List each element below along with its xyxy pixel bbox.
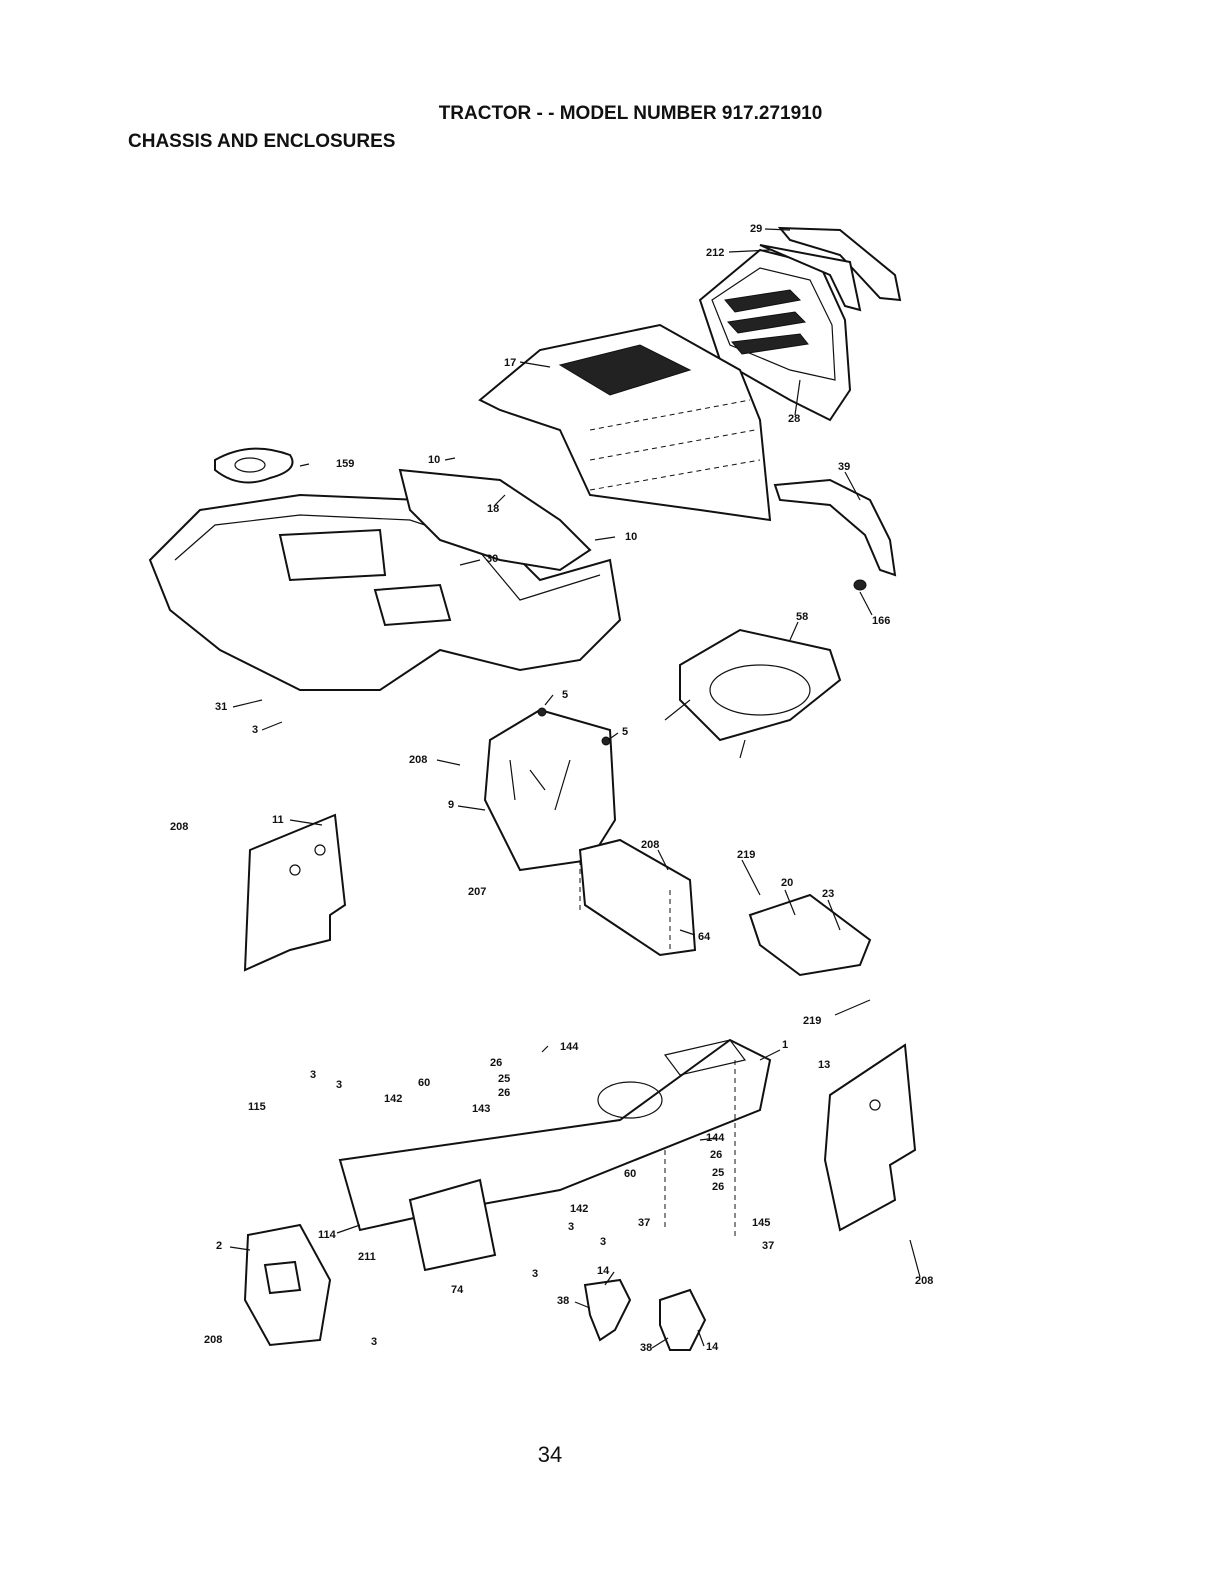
callout-142-bottom: 142 — [570, 1203, 588, 1215]
callout-3-fender: 3 — [252, 724, 258, 736]
callout-3-frame-d: 3 — [600, 1236, 606, 1248]
callout-3-frame-e: 3 — [532, 1268, 538, 1280]
battery-tray-part — [665, 630, 840, 758]
callout-11: 11 — [272, 814, 284, 826]
callout-3-front: 3 — [371, 1336, 377, 1348]
callout-28: 28 — [788, 413, 800, 425]
callout-26-right-b: 26 — [712, 1181, 724, 1193]
callout-114: 114 — [318, 1229, 337, 1241]
callout-219-top: 219 — [737, 849, 755, 861]
front-bracket-part — [245, 1225, 330, 1345]
callout-60-top: 60 — [418, 1077, 430, 1089]
callout-14-right: 14 — [706, 1341, 719, 1353]
callout-31: 31 — [215, 701, 227, 713]
callout-166: 166 — [872, 615, 890, 627]
callout-208-front: 208 — [204, 1334, 222, 1346]
callout-208-dash: 208 — [409, 754, 427, 766]
callout-38-left: 38 — [557, 1295, 569, 1307]
callout-208-support: 208 — [641, 839, 659, 851]
callout-3-frame-a: 3 — [310, 1069, 316, 1081]
side-panel-left-part — [245, 815, 345, 970]
frame-part — [340, 1040, 770, 1270]
callout-5-left: 5 — [562, 689, 568, 701]
callout-144-top: 144 — [560, 1041, 579, 1053]
callout-14-left: 14 — [597, 1265, 610, 1277]
callout-29: 29 — [750, 223, 762, 235]
callout-211: 211 — [358, 1251, 376, 1263]
callout-143: 143 — [472, 1103, 490, 1115]
callout-3-frame-c: 3 — [568, 1221, 574, 1233]
callout-38-right: 38 — [640, 1342, 652, 1354]
callout-37-left: 37 — [638, 1217, 650, 1229]
callout-17: 17 — [504, 357, 516, 369]
fender-part — [150, 449, 620, 690]
callout-20: 20 — [781, 877, 793, 889]
callout-212: 212 — [706, 247, 724, 259]
callout-208-left-panel: 208 — [170, 821, 188, 833]
callout-26-right-a: 26 — [710, 1149, 722, 1161]
callout-60-bottom: 60 — [624, 1168, 636, 1180]
callout-5-right: 5 — [622, 726, 628, 738]
callout-13: 13 — [818, 1059, 830, 1071]
small-brackets-part — [585, 1280, 705, 1350]
callout-18: 18 — [487, 503, 499, 515]
callout-3-frame-b: 3 — [336, 1079, 342, 1091]
callout-30: 30 — [486, 553, 498, 565]
callout-10-top: 10 — [428, 454, 440, 466]
bracket-part — [775, 480, 895, 590]
callout-74: 74 — [451, 1284, 464, 1296]
callout-26-top-b: 26 — [498, 1087, 510, 1099]
callout-208-right-panel: 208 — [915, 1275, 933, 1287]
page-number: 34 — [0, 1442, 1100, 1468]
callout-159: 159 — [336, 458, 354, 470]
side-panel-right-part — [825, 1045, 915, 1230]
callout-9: 9 — [448, 799, 454, 811]
pedal-plate-part — [750, 895, 870, 975]
callout-207: 207 — [468, 886, 486, 898]
callout-26-top-a: 26 — [490, 1057, 502, 1069]
callout-39: 39 — [838, 461, 850, 473]
callout-145: 145 — [752, 1217, 770, 1229]
callout-142-top: 142 — [384, 1093, 402, 1105]
callout-23: 23 — [822, 888, 834, 900]
callout-58: 58 — [796, 611, 808, 623]
callout-64: 64 — [698, 931, 711, 943]
callout-10-bottom: 10 — [625, 531, 637, 543]
callout-1: 1 — [782, 1039, 788, 1051]
callout-115: 115 — [248, 1101, 266, 1113]
callout-2: 2 — [216, 1240, 222, 1252]
callout-25-right: 25 — [712, 1167, 724, 1179]
callout-25-top: 25 — [498, 1073, 510, 1085]
callout-219-bottom: 219 — [803, 1015, 821, 1027]
callout-37-right: 37 — [762, 1240, 774, 1252]
steering-support-part — [580, 840, 695, 955]
